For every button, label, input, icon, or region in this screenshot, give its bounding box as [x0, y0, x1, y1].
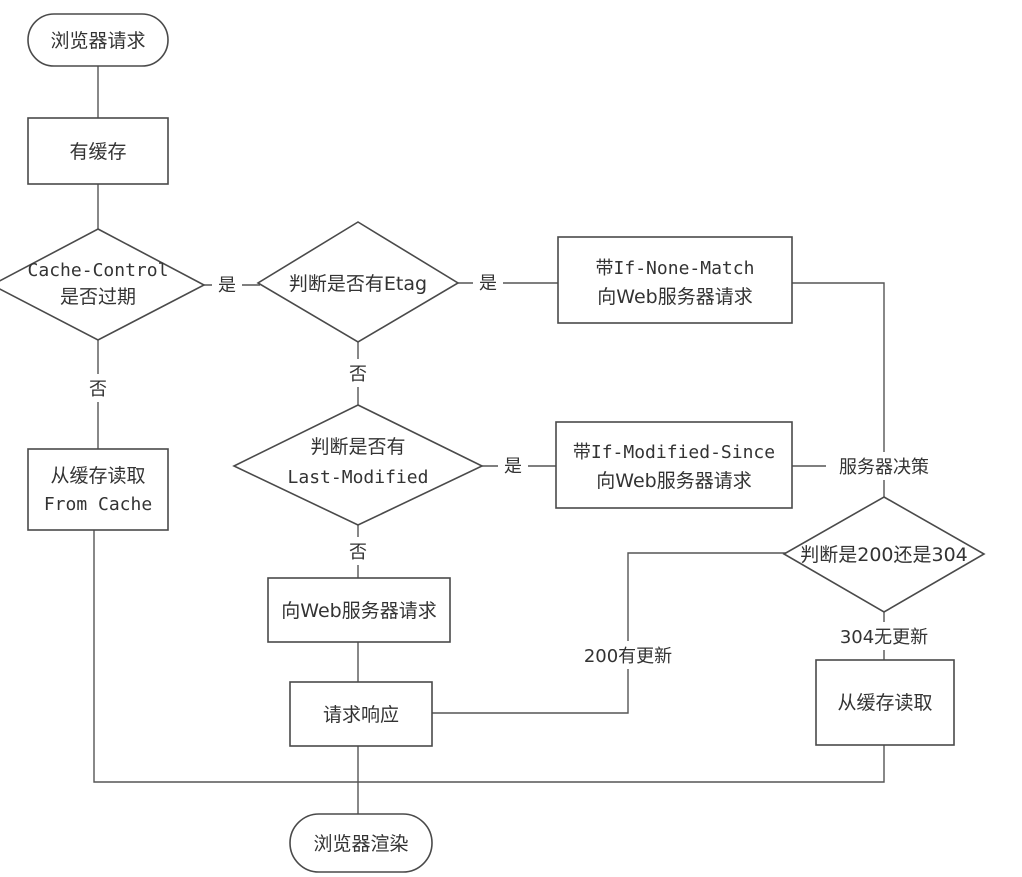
node-label: 浏览器渲染 — [313, 833, 408, 855]
node-label: 带If-None-Match — [596, 258, 755, 279]
node-label: Cache-Control — [28, 260, 169, 281]
node-label: 从缓存读取 — [837, 692, 932, 714]
node-label: 带If-Modified-Since — [573, 442, 775, 463]
node-label: 浏览器请求 — [50, 30, 145, 52]
node-label: 有缓存 — [69, 141, 126, 163]
node-browser-render: 浏览器渲染 — [289, 813, 433, 873]
node-read-from-cache: 从缓存读取 From Cache — [27, 448, 169, 531]
node-etag-decision: 判断是否有Etag — [256, 221, 460, 343]
edge-label-server-decision: 服务器决策 — [839, 457, 929, 478]
node-label: From Cache — [44, 494, 152, 515]
edge-label-no: 否 — [89, 379, 107, 400]
node-has-cache: 有缓存 — [27, 117, 169, 185]
edge-labels: 是 是 是 否 否 否 服务器决策 200有更新 304无更新 — [84, 268, 944, 669]
edge-cache-to-render — [93, 530, 358, 783]
edge-200-to-response — [432, 552, 792, 714]
edge-304-to-render — [358, 745, 885, 783]
node-label: 判断是200还是304 — [800, 544, 968, 566]
node-label: 向Web服务器请求 — [597, 286, 752, 308]
edge-label-yes: 是 — [218, 275, 236, 296]
edge-label-no: 否 — [349, 542, 367, 563]
node-label: 向Web服务器请求 — [596, 470, 751, 492]
node-label: Last-Modified — [288, 467, 429, 488]
node-label: 请求响应 — [323, 704, 399, 726]
edge-label-304-not-modified: 304无更新 — [840, 627, 928, 648]
edge-label-no: 否 — [349, 364, 367, 385]
node-status-decision: 判断是200还是304 — [782, 496, 986, 613]
node-label: 从缓存读取 — [50, 465, 145, 487]
node-server-request: 向Web服务器请求 — [267, 577, 451, 643]
node-last-modified-decision: 判断是否有 Last-Modified — [232, 404, 484, 526]
node-response: 请求响应 — [289, 681, 433, 747]
node-label: 是否过期 — [60, 286, 136, 308]
edge-label-yes: 是 — [504, 456, 522, 477]
node-read-cache-304: 从缓存读取 — [815, 659, 955, 746]
node-label: 判断是否有Etag — [289, 273, 427, 295]
node-if-none-match-request: 带If-None-Match 向Web服务器请求 — [557, 236, 793, 324]
node-label: 向Web服务器请求 — [281, 600, 436, 622]
node-label: 判断是否有 — [310, 436, 405, 458]
node-cache-control-decision: Cache-Control 是否过期 — [0, 228, 206, 341]
edge-label-yes: 是 — [479, 273, 497, 294]
edge-label-200-updated: 200有更新 — [584, 646, 672, 667]
node-browser-request: 浏览器请求 — [27, 13, 169, 67]
edge-inm-to-decision — [792, 282, 885, 497]
node-if-modified-since-request: 带If-Modified-Since 向Web服务器请求 — [555, 421, 793, 509]
